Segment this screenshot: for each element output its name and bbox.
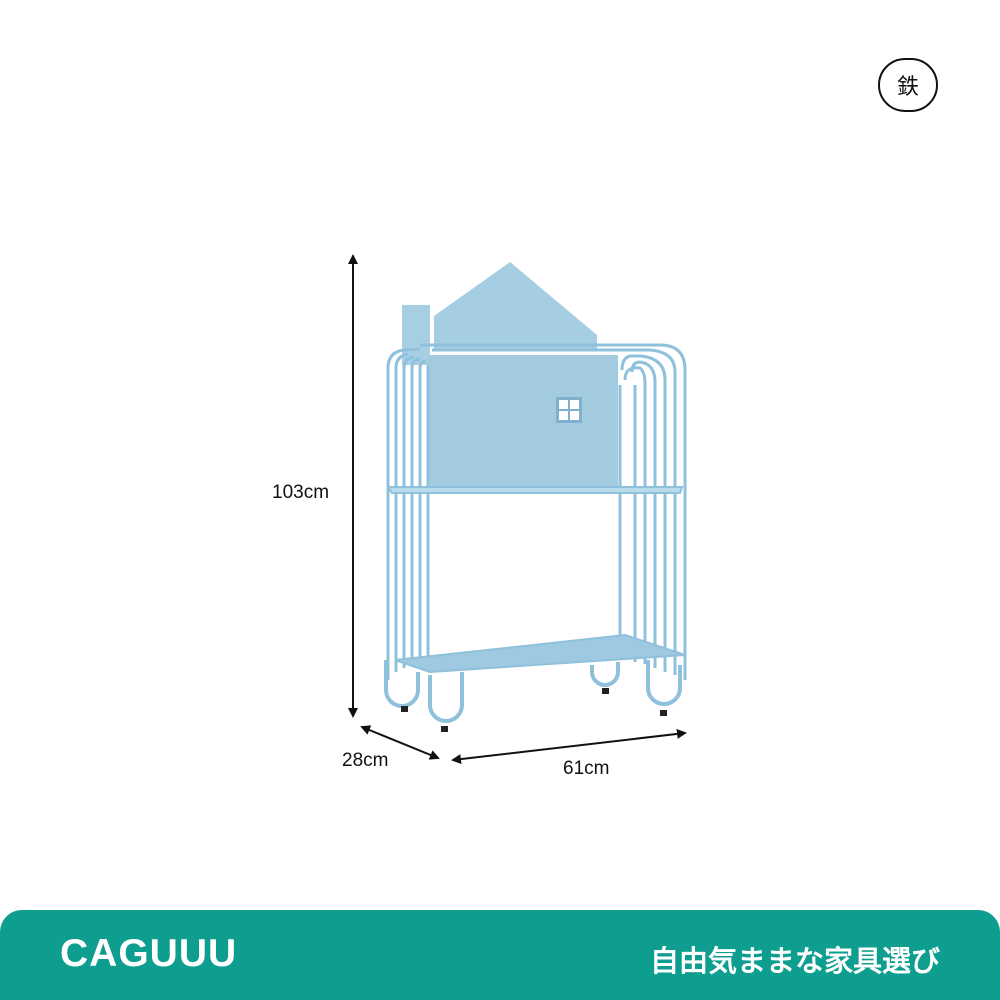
material-badge-text: 鉄 bbox=[896, 75, 919, 100]
material-badge: 鉄 bbox=[878, 58, 938, 112]
house-shelf bbox=[384, 262, 687, 732]
tagline: 自由気ままな家具選び bbox=[649, 944, 940, 978]
footer-bar: CAGUUU 自由気ままな家具選び bbox=[0, 910, 1000, 1000]
height-label: 103cm bbox=[272, 482, 330, 503]
width-dimension-arrow bbox=[451, 728, 687, 765]
width-label: 61cm bbox=[563, 758, 610, 779]
depth-dimension-arrow bbox=[360, 725, 440, 760]
brand-logo: CAGUUU bbox=[60, 932, 238, 975]
window-icon bbox=[556, 397, 582, 423]
depth-label: 28cm bbox=[342, 750, 389, 771]
